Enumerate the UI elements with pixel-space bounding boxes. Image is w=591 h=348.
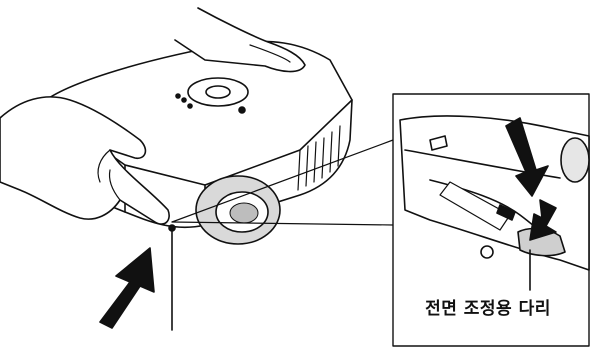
lift-arrow (100, 248, 154, 328)
front-adjustment-foot-label: 전면 조정용 다리 (396, 294, 580, 319)
leader-line (169, 225, 175, 330)
